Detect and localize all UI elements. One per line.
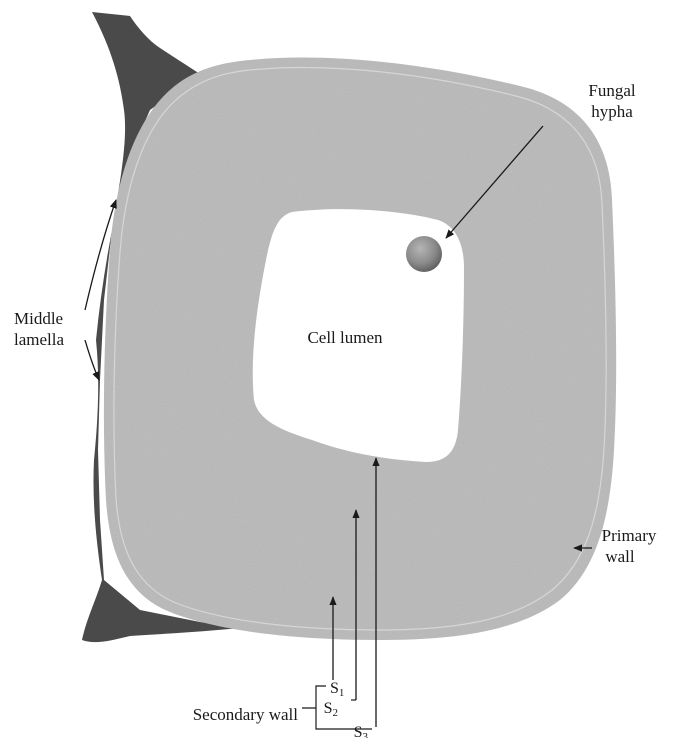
primary-wall-label-line1: Primary [602, 526, 657, 545]
secondary-wall-label: Secondary wall [193, 705, 299, 724]
fungal-hypha-label-line1: Fungal [588, 81, 636, 100]
primary-wall-label-line2: wall [605, 547, 635, 566]
middle-lamella-label-line1: Middle [14, 309, 63, 328]
s1-label: S1 [330, 680, 344, 699]
fungal-hypha [406, 236, 442, 272]
fungal-hypha-label-line2: hypha [591, 102, 633, 121]
s2-label: S2 [324, 700, 338, 719]
middle-lamella-label-line2: lamella [14, 330, 64, 349]
s3-label: S3 [354, 724, 369, 738]
cell-lumen-label: Cell lumen [307, 328, 383, 347]
